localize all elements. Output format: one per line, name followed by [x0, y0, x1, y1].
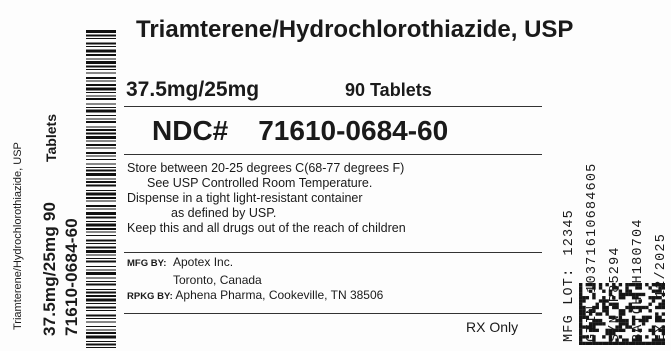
- side-ndc: 71610-0684-60: [62, 218, 81, 336]
- data-matrix-icon: [579, 283, 665, 345]
- batch-value: H180704: [631, 218, 646, 284]
- gtin-value: 10371610684605: [585, 162, 600, 293]
- side-strength-count-text: 37.5mg/25mg 90: [40, 201, 59, 336]
- divider: [124, 154, 542, 155]
- mfg-lot: MFG LOT: 12345: [562, 209, 577, 342]
- manufacturer-block: MFG BY: Apotex Inc. Toronto, Canada RPKG …: [127, 255, 383, 303]
- storage-instructions: Store between 20-25 degrees C(68-77 degr…: [127, 161, 523, 236]
- mfg-city: Toronto, Canada: [173, 273, 262, 287]
- mfg-lot-value: 12345: [562, 209, 577, 256]
- storage-line: See USP Controlled Room Temperature.: [147, 176, 373, 190]
- side-tablets: Tablets: [43, 114, 59, 162]
- product-count: 90 Tablets: [345, 80, 432, 100]
- barcode-icon: [86, 30, 116, 348]
- side-strength-count: 37.5mg/25mg 90: [40, 202, 60, 336]
- product-title: Triamterene/Hydrochlorothiazide, USP: [136, 16, 574, 43]
- mfg-label: MFG BY:: [127, 258, 167, 269]
- ndc-label: NDC#: [152, 115, 229, 146]
- rpkg-name: Aphena Pharma, Cookeville, TN 38506: [175, 288, 384, 302]
- side-product-name: Triamterene/Hydrochlorothiazide, USP: [12, 142, 24, 330]
- storage-line: Dispense in a tight light-resistant cont…: [127, 191, 363, 205]
- storage-line: Keep this and all drugs out of the reach…: [127, 221, 406, 235]
- mfg-name: Apotex Inc.: [173, 255, 234, 269]
- rx-only: RX Only: [466, 319, 519, 335]
- rpkg-label: RPKG BY:: [127, 291, 173, 302]
- divider: [124, 252, 542, 253]
- storage-line: Store between 20-25 degrees C(68-77 degr…: [127, 161, 405, 175]
- divider: [124, 106, 542, 107]
- divider: [124, 313, 542, 314]
- storage-line: as defined by USP.: [171, 206, 277, 220]
- mfg-lot-label: MFG LOT:: [562, 267, 577, 342]
- product-strength: 37.5mg/25mg: [126, 78, 260, 101]
- ndc-line: NDC# 71610-0684-60: [152, 115, 448, 147]
- ndc-number: 71610-0684-60: [258, 115, 449, 146]
